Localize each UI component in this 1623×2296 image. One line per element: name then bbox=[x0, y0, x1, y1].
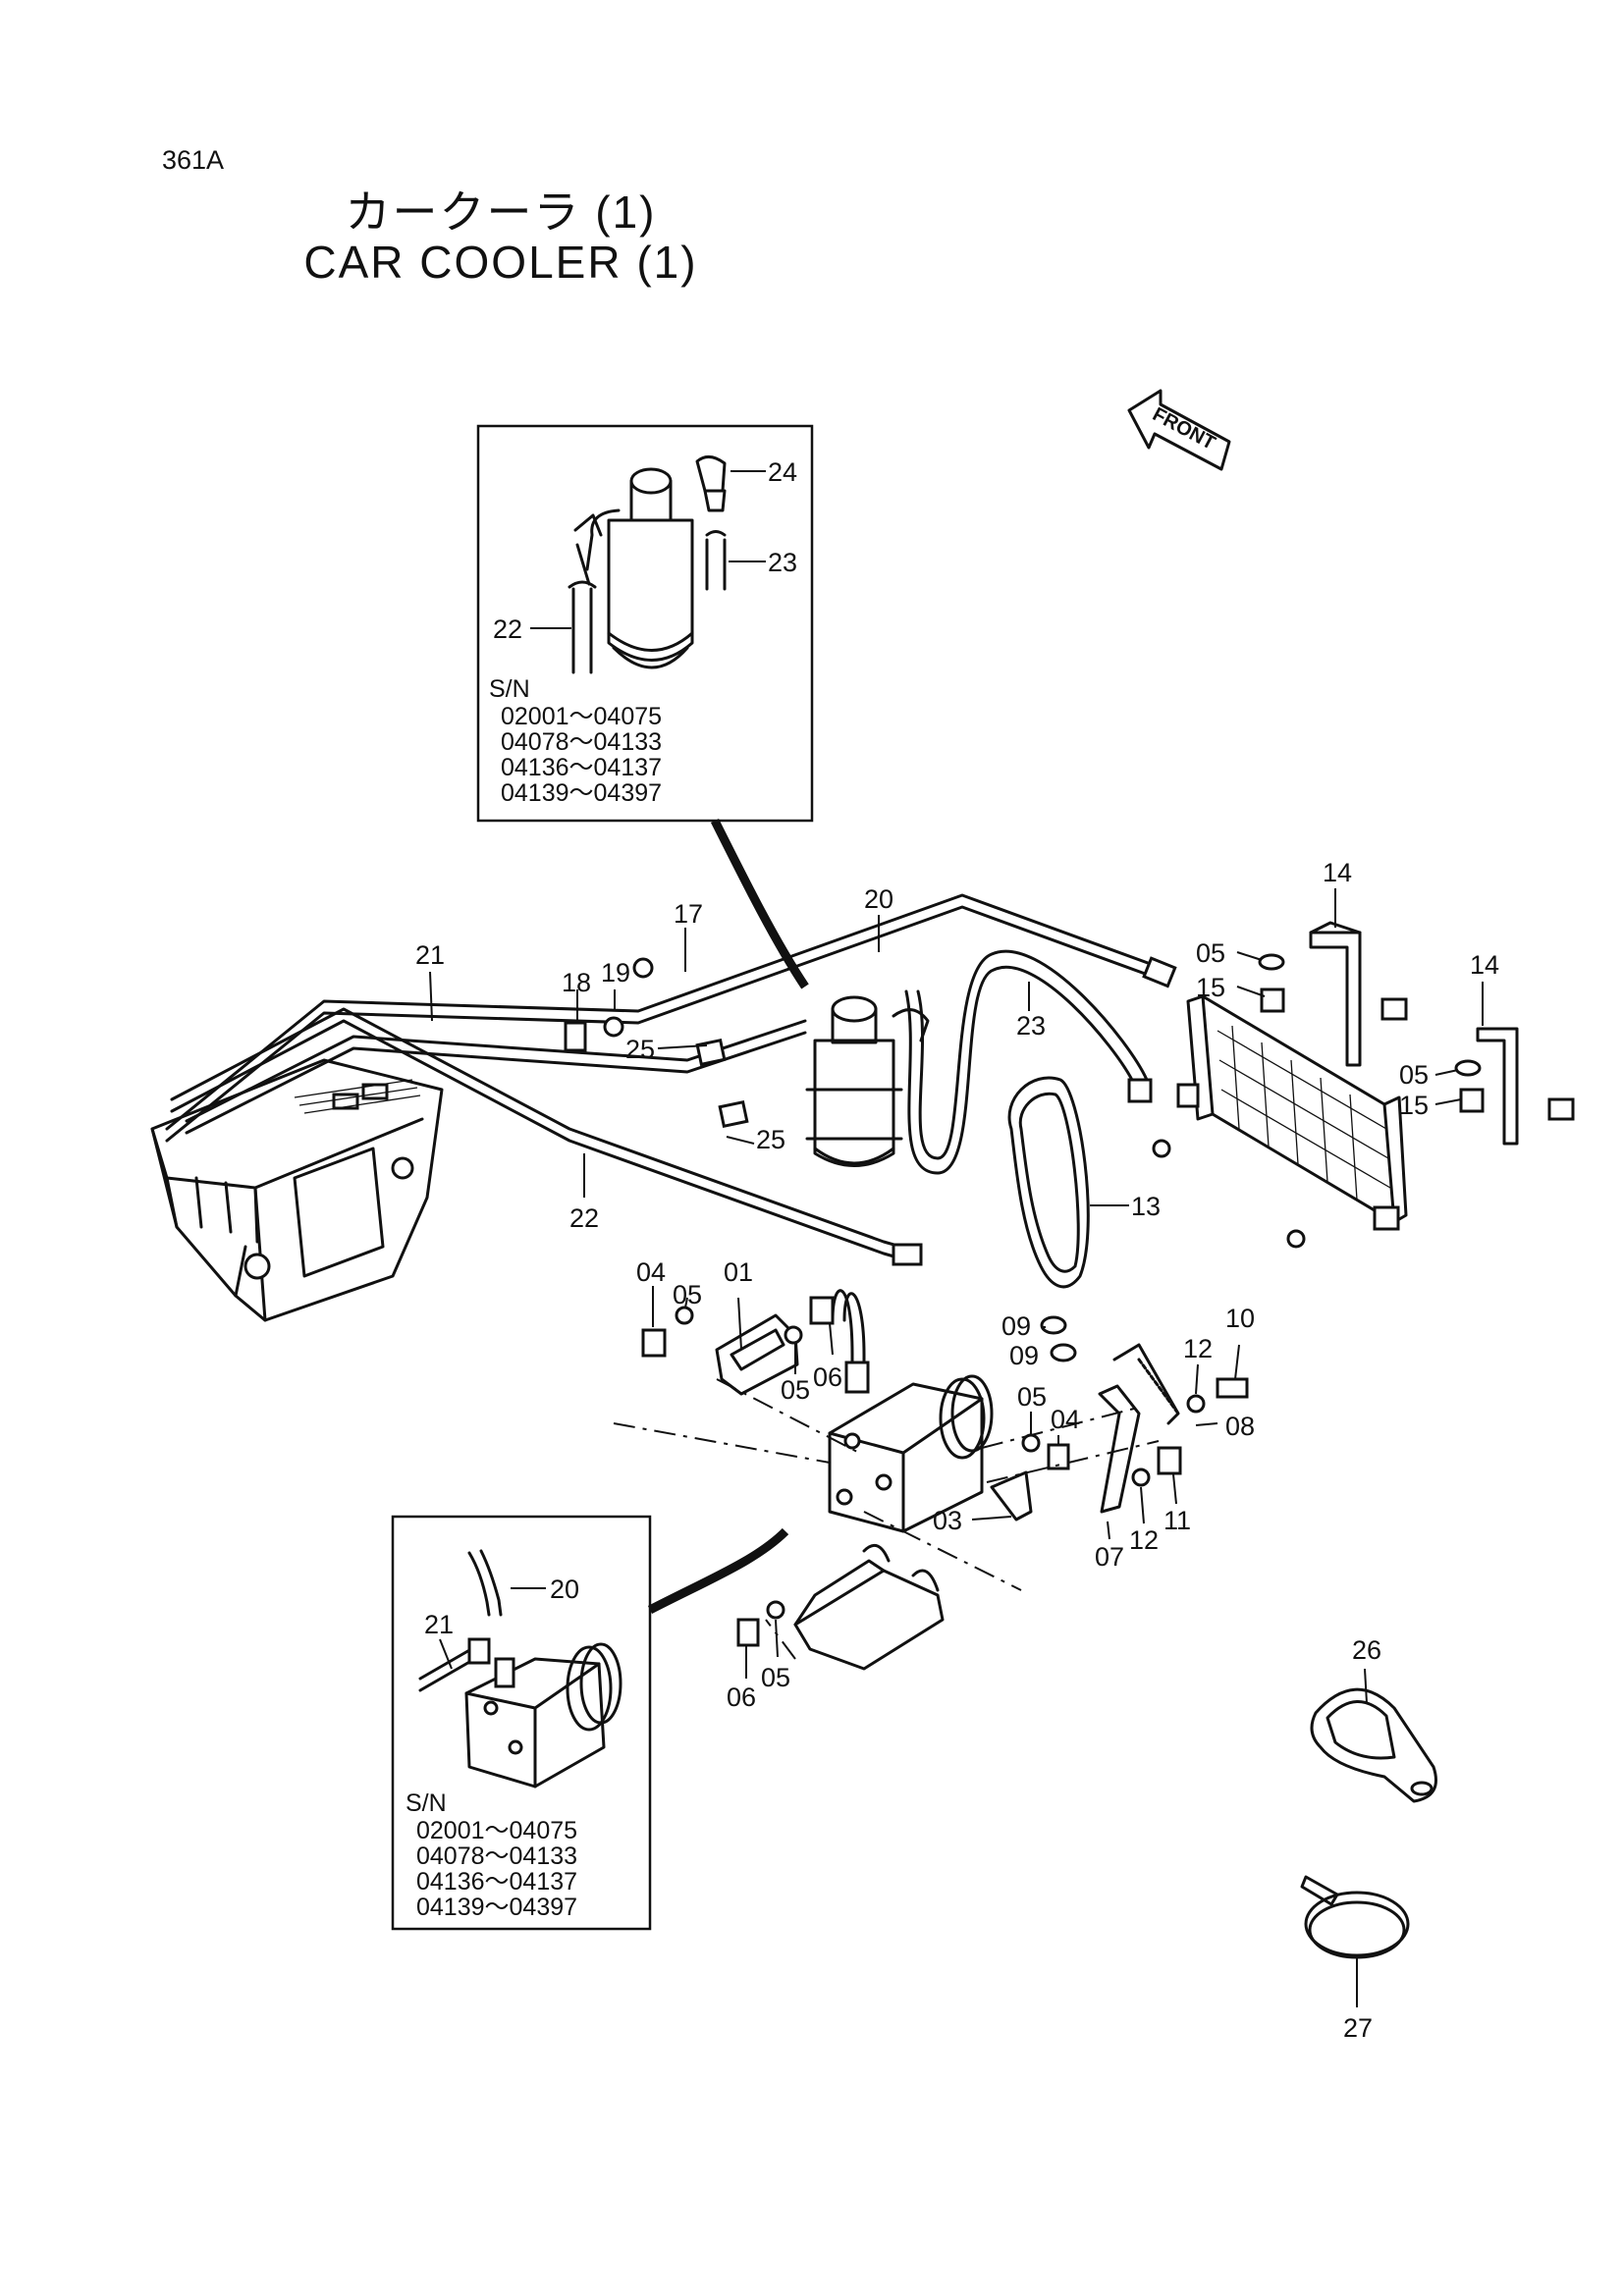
callout-03: 03 bbox=[933, 1506, 962, 1535]
condenser-icon bbox=[1152, 994, 1408, 1249]
callout-08: 08 bbox=[1225, 1412, 1255, 1441]
callout-11: 11 bbox=[1163, 1506, 1191, 1535]
callout-25: 25 bbox=[756, 1125, 785, 1154]
clamp-26-icon bbox=[1310, 1687, 1437, 1803]
inset-receiver-drier: 24 23 22 S/N 02001～04075 04078～04133 041… bbox=[476, 424, 814, 823]
callout-22: 22 bbox=[493, 614, 522, 644]
serial-number-label: S/N bbox=[489, 675, 530, 703]
serial-range: 02001～04075 bbox=[501, 703, 662, 730]
callout-09: 09 bbox=[1001, 1311, 1031, 1341]
callout-14: 14 bbox=[1323, 858, 1352, 887]
callout-06: 06 bbox=[813, 1362, 842, 1392]
callout-20: 20 bbox=[864, 884, 893, 914]
front-arrow-icon: FRONT bbox=[1127, 389, 1231, 471]
callout-15: 15 bbox=[1196, 973, 1225, 1002]
callout-05: 05 bbox=[781, 1375, 810, 1405]
callout-14: 14 bbox=[1470, 950, 1499, 980]
serial-number-label: S/N bbox=[406, 1789, 447, 1817]
refrigerant-hoses bbox=[165, 893, 1177, 1376]
serial-range: 02001～04075 bbox=[416, 1817, 577, 1844]
callout-07: 07 bbox=[1095, 1542, 1124, 1572]
callout-04: 04 bbox=[1051, 1405, 1080, 1434]
callout-19: 19 bbox=[601, 958, 630, 988]
callout-23: 23 bbox=[768, 548, 797, 577]
receiver-drier-icon bbox=[573, 467, 694, 669]
bracket-14-icon bbox=[1309, 921, 1519, 1146]
compressor-icon bbox=[828, 1361, 994, 1533]
callout-22: 22 bbox=[569, 1203, 599, 1233]
serial-range: 04078～04133 bbox=[416, 1842, 577, 1870]
compressor-icon bbox=[464, 1642, 622, 1789]
serial-range: 04078～04133 bbox=[501, 728, 662, 756]
callout-13: 13 bbox=[1131, 1192, 1161, 1221]
callout-05: 05 bbox=[1196, 938, 1225, 968]
callout-numbers: 14 05 15 14 05 15 20 23 21 17 19 18 25 2… bbox=[415, 858, 1499, 2043]
callout-18: 18 bbox=[562, 968, 591, 997]
callout-05: 05 bbox=[761, 1663, 790, 1692]
callout-01: 01 bbox=[724, 1257, 753, 1287]
callout-25: 25 bbox=[625, 1035, 655, 1064]
callout-05: 05 bbox=[1017, 1382, 1047, 1412]
callout-10: 10 bbox=[1225, 1304, 1255, 1333]
callout-21: 21 bbox=[424, 1610, 454, 1639]
callout-21: 21 bbox=[415, 940, 445, 970]
serial-range: 04136～04137 bbox=[501, 754, 662, 781]
callout-04: 04 bbox=[636, 1257, 666, 1287]
callout-17: 17 bbox=[674, 899, 703, 929]
title-english: CAR COOLER (1) bbox=[303, 237, 698, 288]
receiver-drier-icon bbox=[805, 995, 930, 1167]
callout-26: 26 bbox=[1352, 1635, 1381, 1665]
front-label: FRONT bbox=[1149, 403, 1218, 454]
callout-27: 27 bbox=[1343, 2013, 1373, 2043]
callout-leaders bbox=[429, 888, 1484, 2007]
serial-range: 04136～04137 bbox=[416, 1868, 577, 1896]
hose-band-27-icon bbox=[1300, 1875, 1410, 1959]
serial-range: 04139～04397 bbox=[416, 1894, 577, 1921]
callout-23: 23 bbox=[1016, 1011, 1046, 1041]
page-number: 361A bbox=[162, 145, 225, 175]
callout-09: 09 bbox=[1009, 1341, 1039, 1370]
evaporator-unit-icon bbox=[150, 1058, 444, 1322]
serial-range: 04139～04397 bbox=[501, 779, 662, 807]
callout-24: 24 bbox=[768, 457, 797, 487]
callout-06: 06 bbox=[727, 1682, 756, 1712]
title-japanese: カークーラ (1) bbox=[345, 187, 657, 238]
callout-12: 12 bbox=[1129, 1525, 1159, 1555]
callout-15: 15 bbox=[1399, 1091, 1429, 1120]
inset-compressor: 20 21 S/N 02001～04075 04078～04133 04136～… bbox=[391, 1515, 652, 1931]
callout-20: 20 bbox=[550, 1575, 579, 1604]
callout-12: 12 bbox=[1183, 1334, 1213, 1363]
callout-05: 05 bbox=[673, 1280, 702, 1309]
bolt-icon bbox=[564, 953, 1575, 1647]
callout-05: 05 bbox=[1399, 1060, 1429, 1090]
